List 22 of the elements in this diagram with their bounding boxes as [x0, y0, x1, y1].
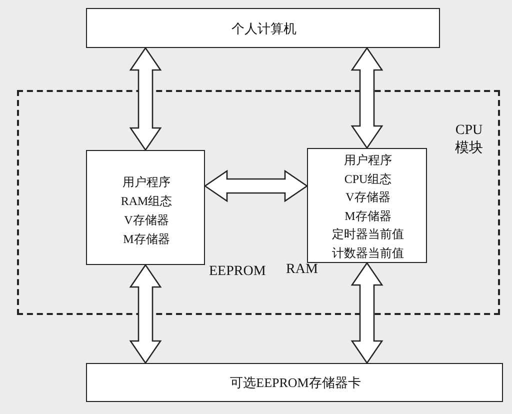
block-label: 计数器当前值: [331, 244, 405, 262]
double-arrow: [204, 170, 308, 202]
memory-label: RAM: [286, 261, 318, 279]
double-arrow: [129, 46, 162, 152]
block-label: V存储器: [123, 212, 170, 229]
double-arrow: [350, 46, 384, 150]
block-label: M存储器: [344, 208, 392, 224]
block-label: M存储器: [122, 231, 171, 248]
block-label: CPU 模块: [454, 122, 484, 158]
block-label: V存储器: [344, 189, 392, 206]
block-label: CPU组态: [343, 170, 393, 188]
block-box: [86, 363, 503, 402]
block-label: 用户程序: [122, 174, 172, 191]
double-arrow: [350, 262, 384, 364]
block-label: RAM组态: [120, 193, 174, 210]
block-box: [86, 8, 440, 48]
block-label: 个人计算机: [230, 20, 298, 38]
block-label: 可选EEPROM存储器卡: [229, 374, 362, 392]
memory-label: EEPROM: [209, 263, 266, 281]
block-label: 用户程序: [343, 152, 393, 169]
block-label: 定时器当前值: [331, 226, 405, 243]
double-arrow: [129, 264, 162, 364]
